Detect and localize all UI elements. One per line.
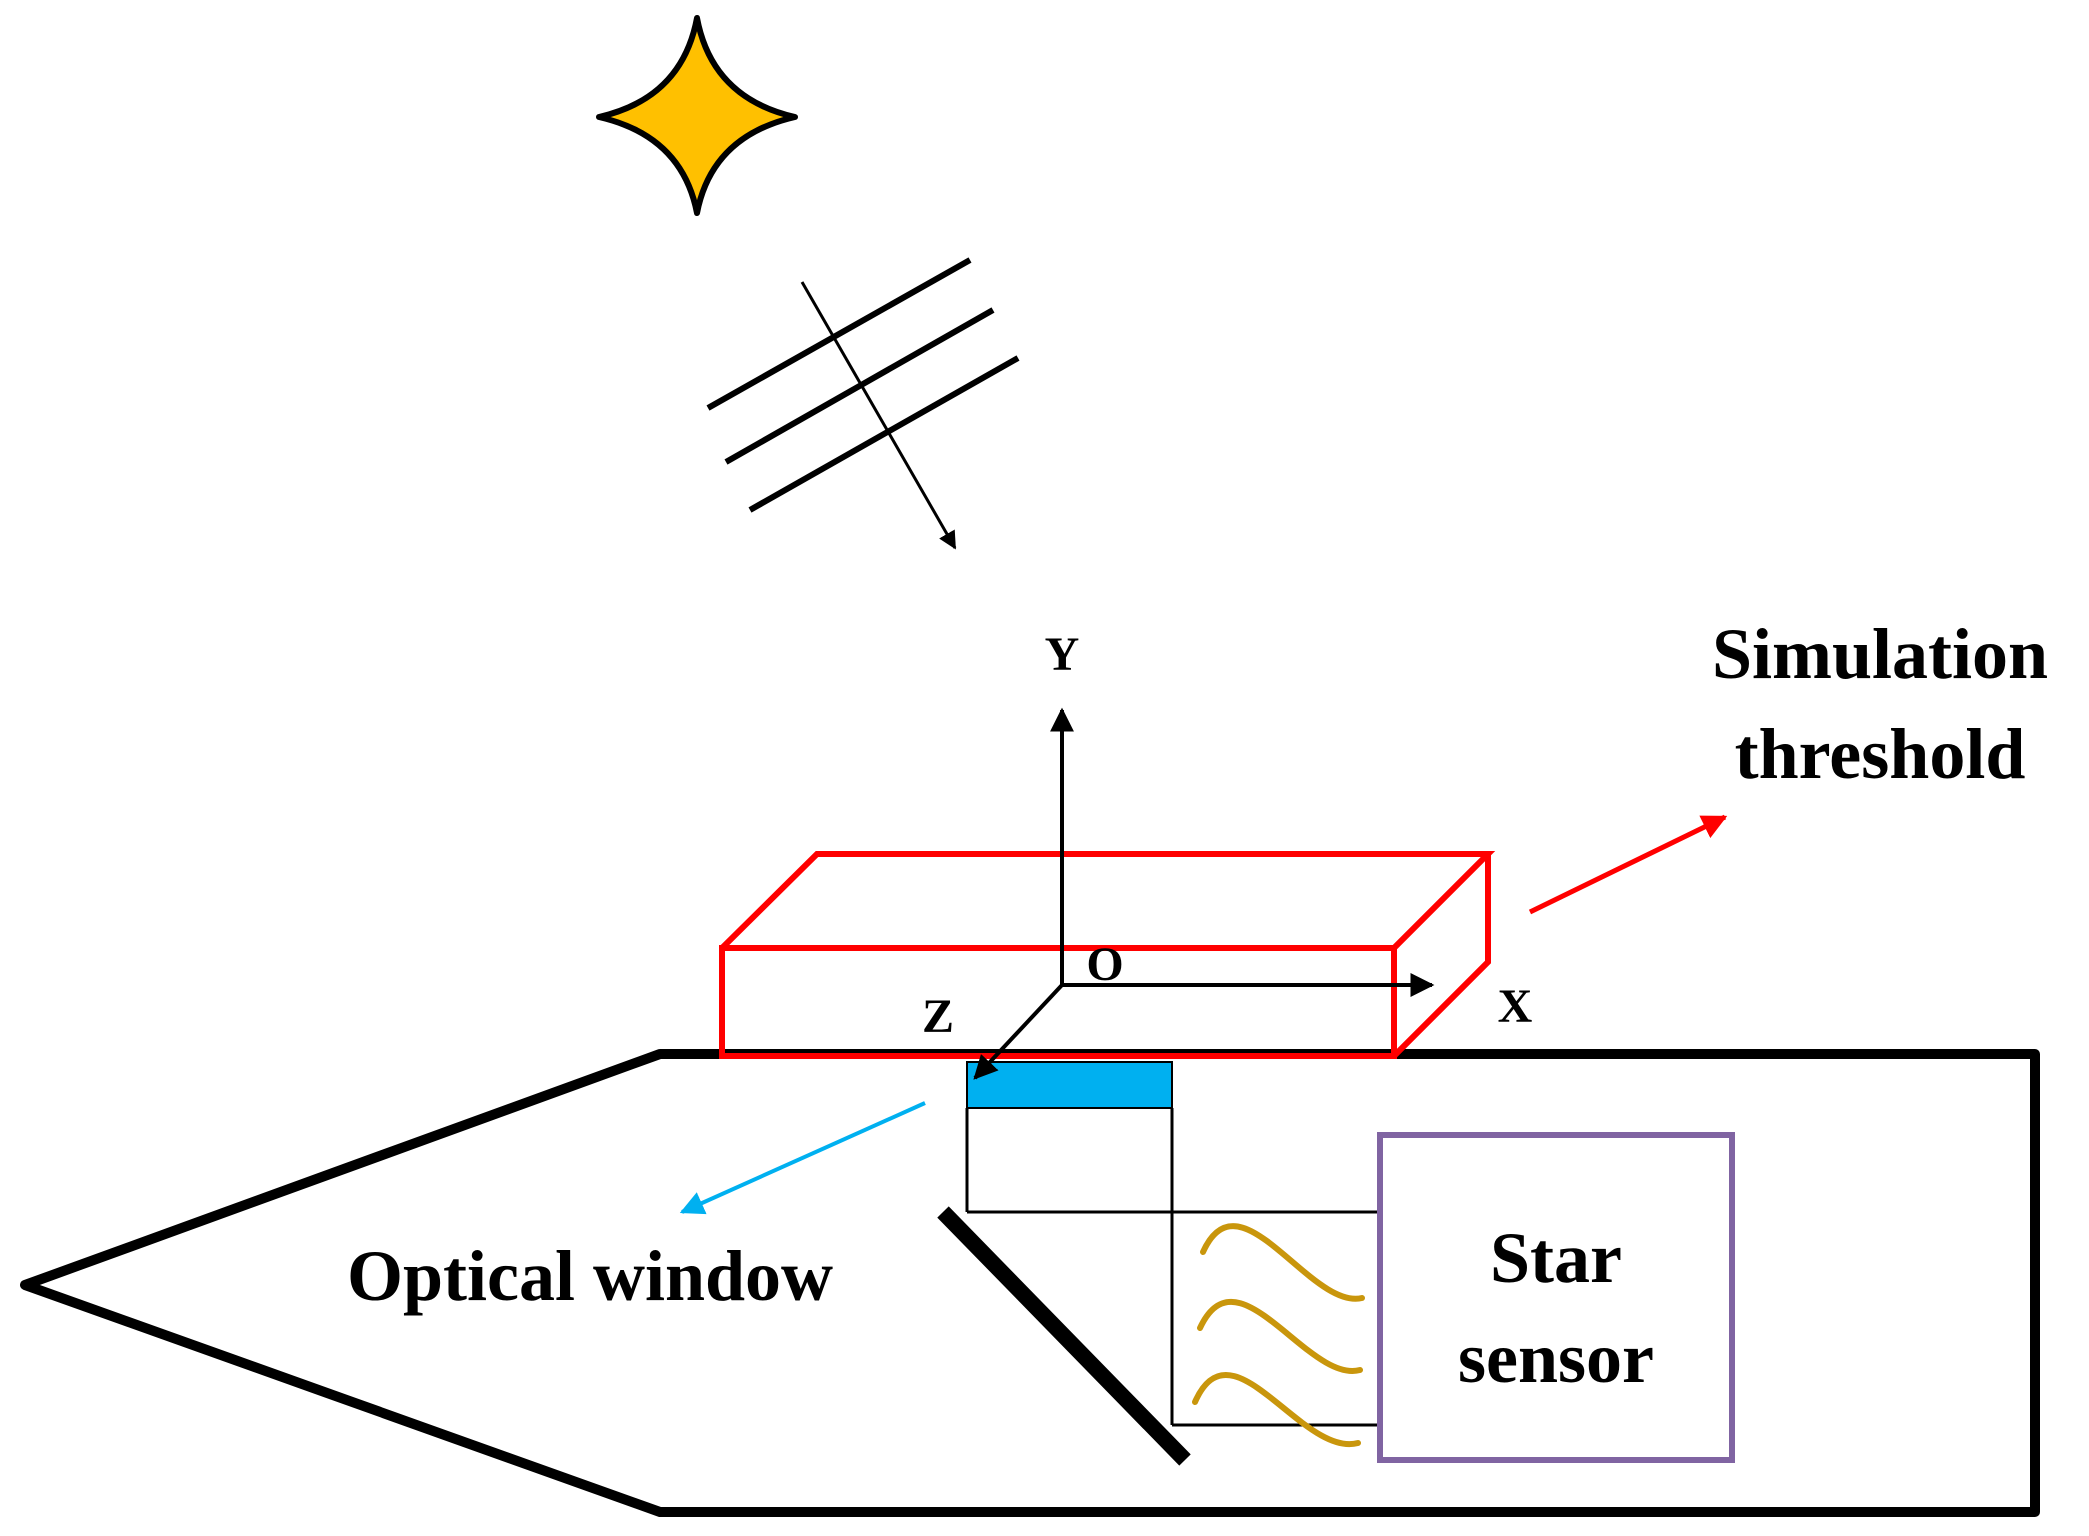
simulation-threshold-label-line2: threshold	[1735, 714, 2026, 794]
star-sensor-label-line2: sensor	[1458, 1318, 1654, 1398]
light-direction-arrow	[800, 281, 957, 550]
axis-y-label: Y	[1045, 628, 1080, 681]
simulation-threshold-label-line1: Simulation	[1712, 614, 2048, 694]
parallel-rays-icon	[706, 257, 1020, 513]
simulation-threshold-pointer	[1528, 814, 1728, 915]
axis-origin-label: O	[1086, 938, 1123, 991]
star-sensor-box	[1377, 1132, 1735, 1463]
z-axis-arrow	[973, 983, 1064, 1080]
four-point-star-icon	[596, 15, 798, 216]
star-shape	[596, 15, 798, 216]
ray-line-2	[724, 307, 995, 465]
optical-path-lines	[965, 1108, 1380, 1427]
reflecting-mirror	[937, 1206, 1191, 1466]
optical-window-label: Optical window	[347, 1236, 833, 1316]
axis-x-label: X	[1498, 980, 1533, 1033]
coordinate-axes	[973, 707, 1435, 1080]
optical-window	[966, 1061, 1173, 1109]
star-sensor-label-line1: Star	[1490, 1218, 1622, 1298]
ray-line-3	[748, 355, 1020, 513]
wavy-lines-icon	[1192, 1223, 1365, 1448]
axis-z-label: Z	[922, 990, 954, 1043]
optical-window-pointer	[679, 1101, 926, 1215]
vehicle-body	[20, 1049, 2040, 1517]
simulation-threshold-box	[719, 851, 1496, 1059]
ray-line-1	[706, 257, 972, 411]
